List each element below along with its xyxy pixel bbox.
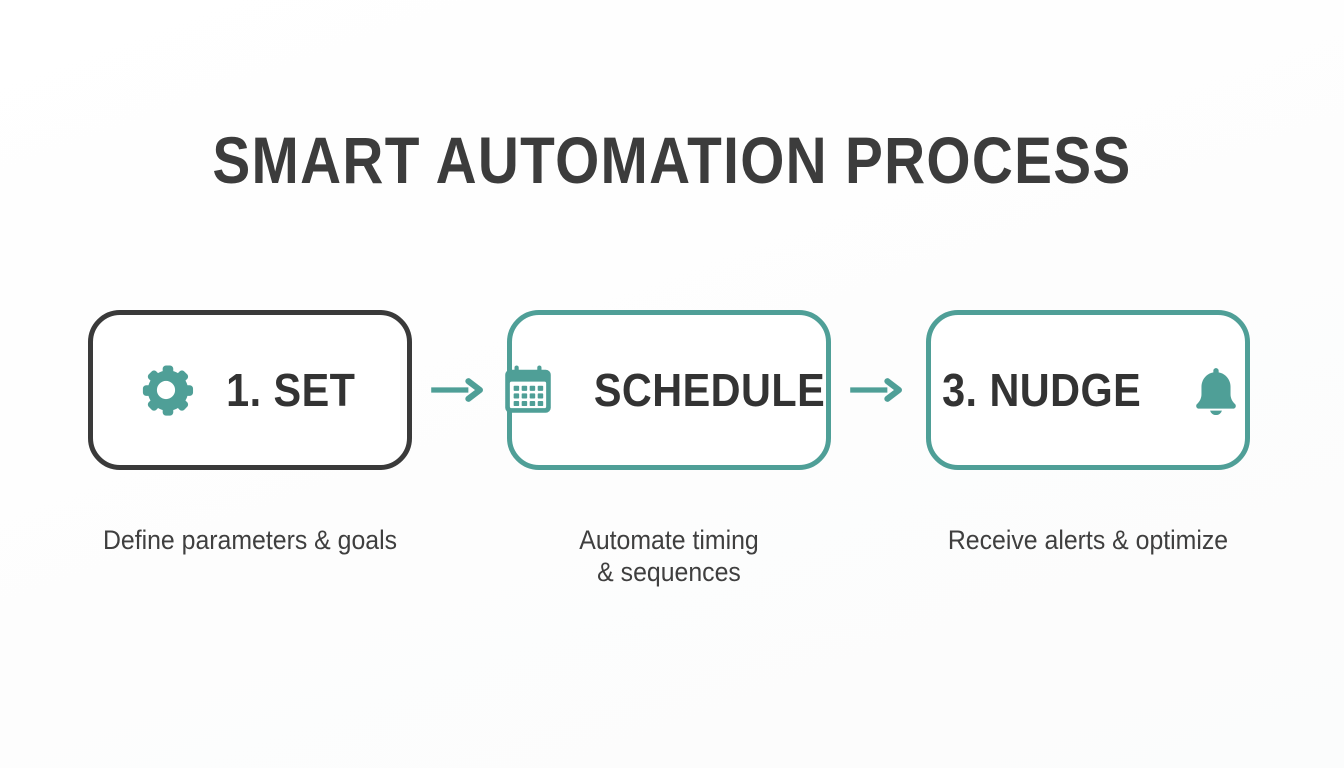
page-title: SMART AUTOMATION PROCESS bbox=[212, 123, 1132, 197]
process-step-label-2: SCHEDULE bbox=[594, 364, 826, 416]
process-step-card-1[interactable]: 1. SET bbox=[88, 310, 412, 470]
process-step-label-1: 1. SET bbox=[226, 364, 356, 416]
gear-icon bbox=[137, 361, 195, 419]
calendar-icon bbox=[499, 361, 557, 419]
bell-icon bbox=[1187, 361, 1245, 419]
process-step-label-3: 3. NUDGE bbox=[942, 364, 1142, 416]
process-step-card-3[interactable]: 3. NUDGE bbox=[926, 310, 1250, 470]
process-captions: Define parameters & goals Automate timin… bbox=[88, 524, 1250, 588]
process-flow: 1. SET bbox=[88, 310, 1250, 470]
arrow-right-icon bbox=[848, 370, 910, 410]
process-step-card-2[interactable]: SCHEDULE bbox=[505, 310, 831, 470]
process-step-caption-1: Define parameters & goals bbox=[102, 525, 398, 555]
arrow-right-icon bbox=[429, 370, 491, 410]
process-step-caption-2: Automate timing & sequences bbox=[579, 525, 759, 587]
process-step-caption-3: Receive alerts & optimize bbox=[947, 525, 1229, 555]
